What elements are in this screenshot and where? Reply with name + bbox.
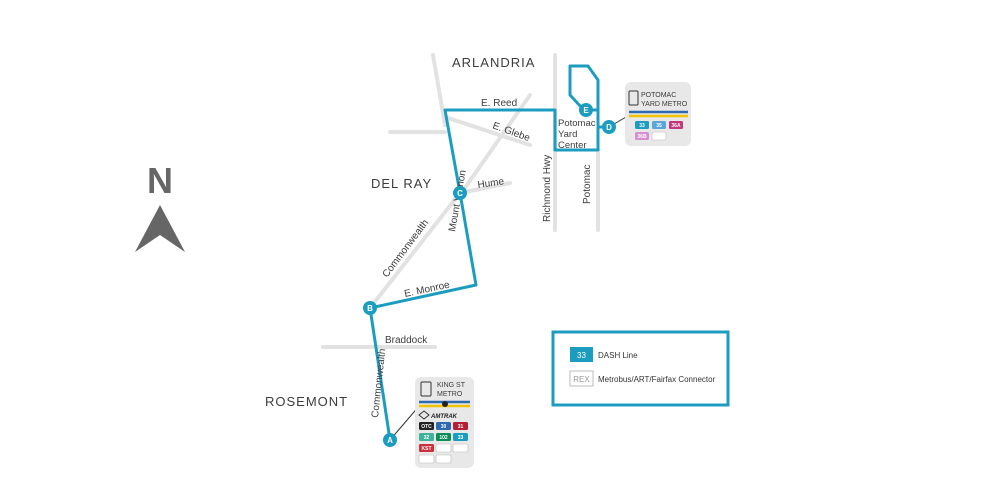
legend-dash-label: DASH Line [598,351,638,360]
route-chip [418,454,435,464]
station-chips-potomac-yard: 33 35 36A 36B MWY [635,121,683,141]
stop-e-label: E [583,106,589,115]
stop-c-label: C [457,189,463,198]
route-chip-label: 28F/G [437,457,451,463]
stop-b-label: B [367,304,373,313]
route-chip [635,132,649,140]
stop-a-marker[interactable] [383,433,397,447]
legend-dash-chip [570,347,593,362]
route-chip [419,422,434,430]
street-label-e-reed: E. Reed [481,98,517,109]
north-label: N [147,160,173,201]
route-chip-label: 36B [637,134,647,140]
place-label-line-1: Potomac [558,118,596,129]
street-label-commonwealth-north: Commonwealth [381,218,432,280]
legend-connector-chip-label: REX [573,375,590,384]
station-title-potomac-yard: POTOMAC YARD METRO [641,92,688,108]
route-chip-label: 33 [458,435,464,441]
stop-a[interactable]: A [383,433,397,447]
legend-connector-label: Metrobus/ART/Fairfax Connector [598,375,716,384]
route-chip-label: 30 [441,424,447,430]
stop-d-label: D [606,123,612,132]
legend-connector-chip [569,370,594,387]
stop-d[interactable]: D [602,120,616,134]
legend: 33 DASH Line REX Metrobus/ART/Fairfax Co… [551,330,730,407]
route-chip-label: 102 [439,435,448,441]
stop-e-marker[interactable] [579,103,593,117]
street-segment-north [431,53,447,127]
stop-b-marker[interactable] [363,301,377,315]
street-segment-commonwealth [368,191,462,310]
amtrak-logo: AMTRAK [430,414,458,420]
route-chip [635,121,649,129]
street-label-hume: Hume [477,176,505,191]
route-chip-label: 36A [671,123,681,129]
stop-e[interactable]: E [579,103,593,117]
route-chip-label: OTC [421,424,432,430]
route-chip [452,443,469,453]
street-label-potomac: Potomac [582,165,593,204]
route-chip [436,433,451,441]
route-chip-label: 31 [458,424,464,430]
route-chip-label: 28A [439,446,449,452]
vre-icon [418,410,430,420]
station-title-line-1: POTOMAC [641,92,676,99]
route-chip-label: KST [422,446,432,452]
route-chip-label: AHL [421,457,431,463]
street-label-richmond-hwy: Richmond Hwy [542,155,553,222]
north-arrow: N [135,160,185,252]
legend-dash-chip-label: 33 [577,351,586,360]
route-chip [453,422,468,430]
stop-c-marker[interactable] [453,186,467,200]
street-segment-hume [458,181,512,195]
area-label-rosemont: ROSEMONT [265,394,348,409]
route-chip [435,454,452,464]
station-card-potomac-yard-bg [625,82,691,146]
street-label-braddock: Braddock [385,335,428,346]
area-label-arlandria: ARLANDRIA [452,55,535,70]
route-chip [453,433,468,441]
route-chip-label: 33 [639,123,645,129]
station-title-line-2: YARD METRO [641,101,688,108]
station-card-potomac-yard[interactable]: POTOMAC YARD METRO 33 35 36A 36B MWY [625,82,691,146]
stop-c[interactable]: C [453,186,467,200]
route-chip [436,422,451,430]
route-chip-label: MWY [653,134,666,140]
route-chip [651,131,667,141]
route-chip-label: 35 [656,123,662,129]
metro-icon [628,90,639,106]
route-chip [435,443,452,453]
metro-icon [420,381,432,397]
stop-d-marker[interactable] [602,120,616,134]
area-label-del-ray: DEL RAY [371,176,432,191]
route-chip [652,121,666,129]
station-title-king-st: KING ST METRO [437,382,467,398]
legend-box [551,330,730,407]
place-label-potomac-yard-center: Potomac Yard Center [558,118,598,151]
route-chip [419,433,434,441]
route-chip-label: REX [455,446,466,452]
place-label-line-2: Yard [558,129,577,140]
street-segment-glebe [443,115,532,147]
route-chip-label: 32 [424,435,430,441]
route-chip [669,121,683,129]
north-arrow-icon [135,205,185,252]
place-label-line-3: Center [558,140,587,151]
stop-a-label: A [387,436,393,445]
stop-b[interactable]: B [363,301,377,315]
station-title-line-1: KING ST [437,382,466,389]
station-title-line-2: METRO [437,391,463,398]
street-segment-diagonal [458,93,532,197]
route-chip [419,444,434,452]
transfer-dot [442,401,448,407]
